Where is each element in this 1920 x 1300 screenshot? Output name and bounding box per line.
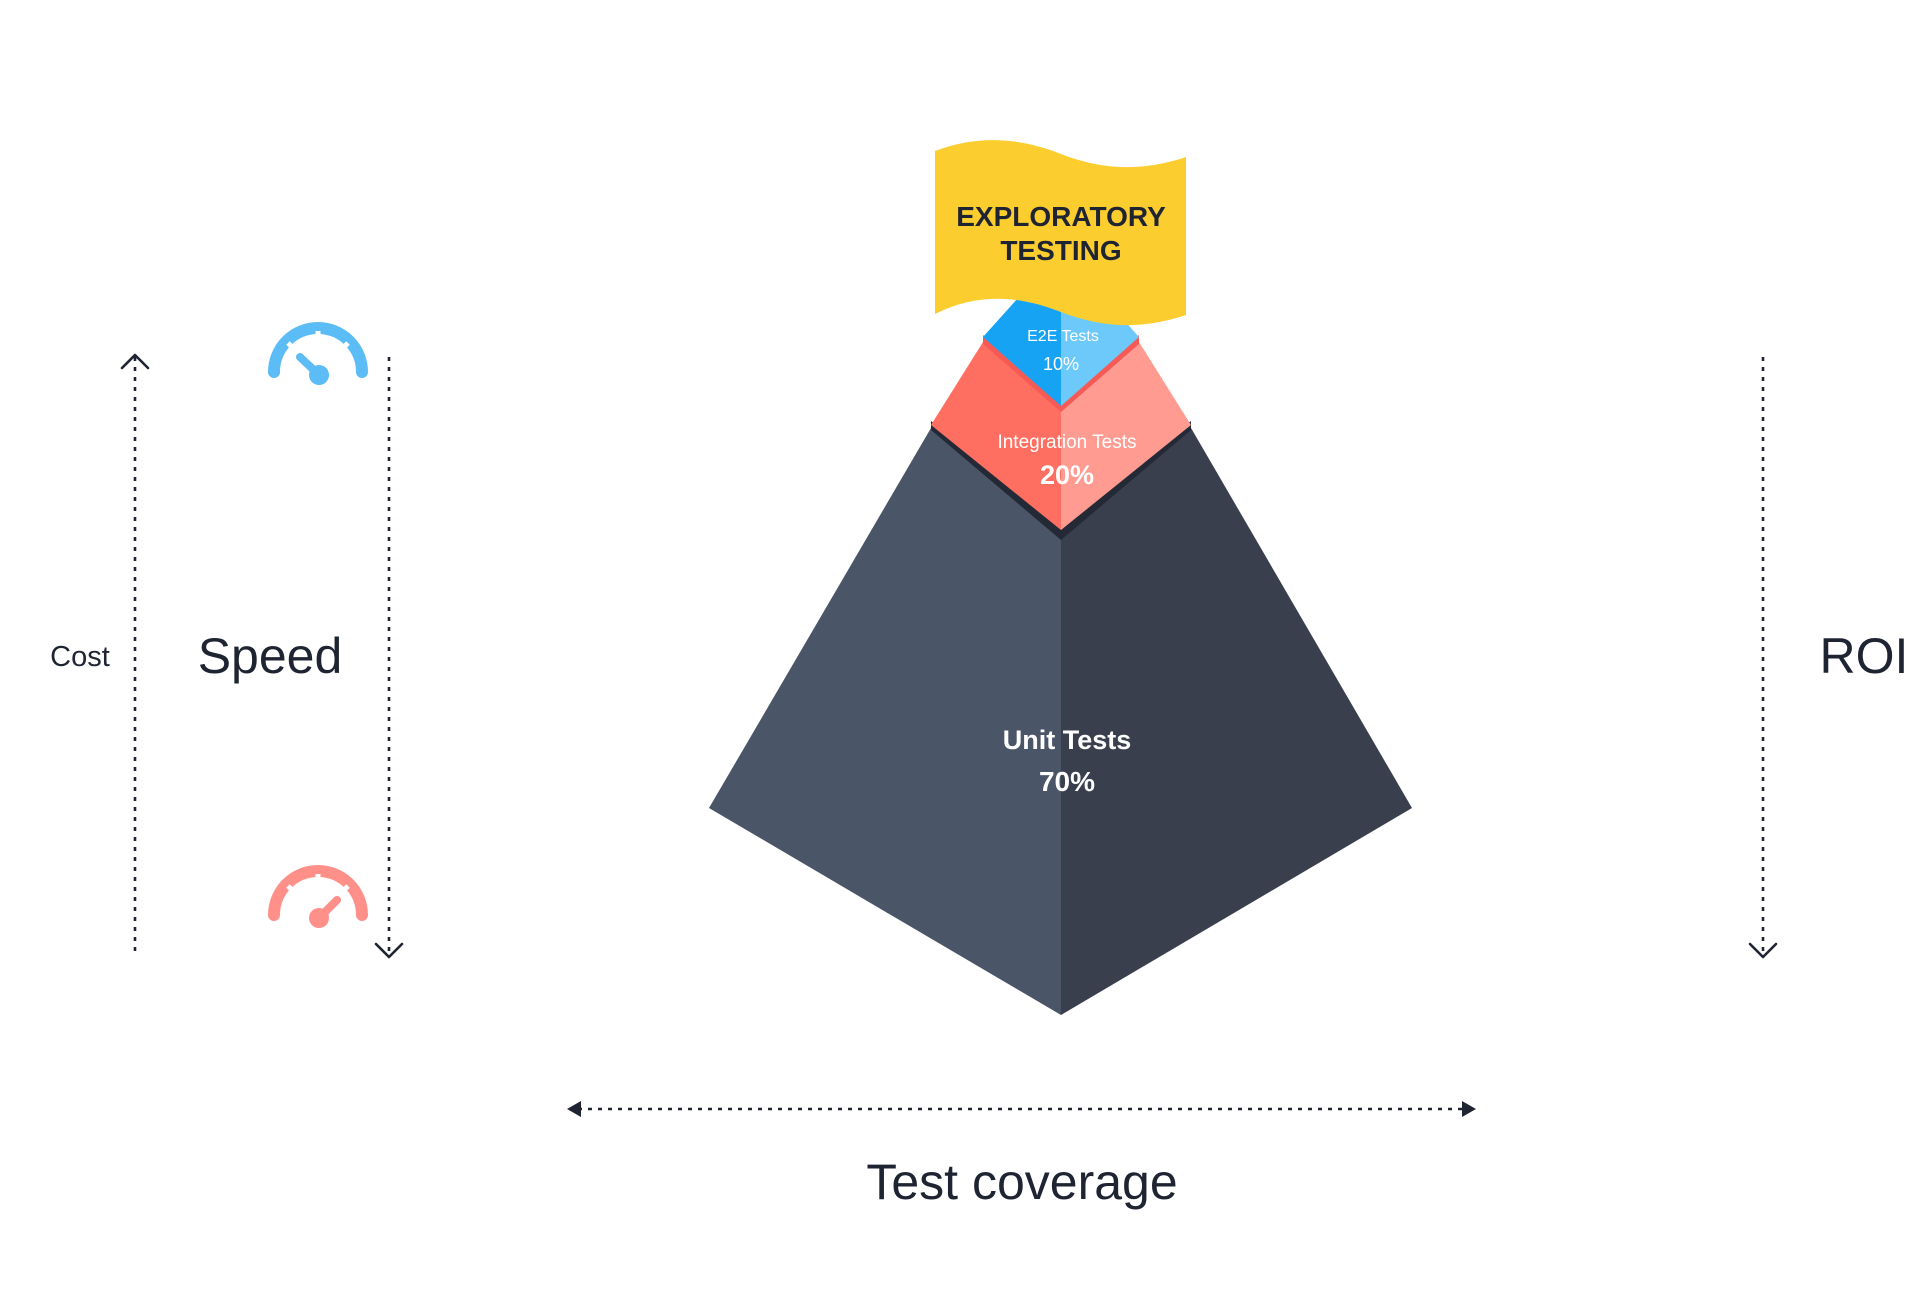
test-coverage-axis-label: Test coverage [866, 1154, 1177, 1210]
arrow-right-icon [1462, 1101, 1476, 1117]
integration-tests-label: Integration Tests [997, 432, 1136, 453]
arrow-down-icon [1748, 942, 1778, 959]
arrow-down-icon [374, 942, 404, 959]
integration-tests-percent: 20% [1040, 460, 1094, 490]
speedometer-fast-icon [268, 322, 368, 385]
cost-axis-label: Cost [50, 641, 110, 673]
integration-tests-right-face [1061, 342, 1191, 530]
speed-axis-arrow [374, 357, 404, 959]
roi-axis-label: ROI [1820, 628, 1909, 684]
unit-tests-percent: 70% [1039, 766, 1095, 797]
exploratory-testing-flag: EXPLORATORY TESTING [935, 140, 1186, 326]
flag-banner [935, 140, 1186, 326]
arrow-left-icon [567, 1101, 581, 1117]
arrow-up-icon [120, 353, 150, 370]
roi-axis-arrow [1748, 357, 1778, 959]
test-coverage-axis-arrow [567, 1101, 1476, 1117]
unit-tests-left-face [709, 428, 1061, 1015]
e2e-tests-label: E2E Tests [1027, 328, 1099, 345]
flag-title-line-1: EXPLORATORY [956, 201, 1166, 232]
unit-tests-label: Unit Tests [1003, 725, 1132, 755]
integration-tests-left-face [931, 342, 1061, 530]
unit-tests-right-face [1061, 428, 1412, 1015]
integration-tests-layer [931, 335, 1191, 530]
unit-tests-layer [709, 421, 1412, 1015]
speed-axis-label: Speed [198, 628, 343, 684]
e2e-tests-percent: 10% [1043, 354, 1079, 374]
cost-axis-arrow [120, 353, 150, 957]
flag-title-line-2: TESTING [1000, 235, 1121, 266]
speedometer-slow-icon [268, 865, 368, 928]
